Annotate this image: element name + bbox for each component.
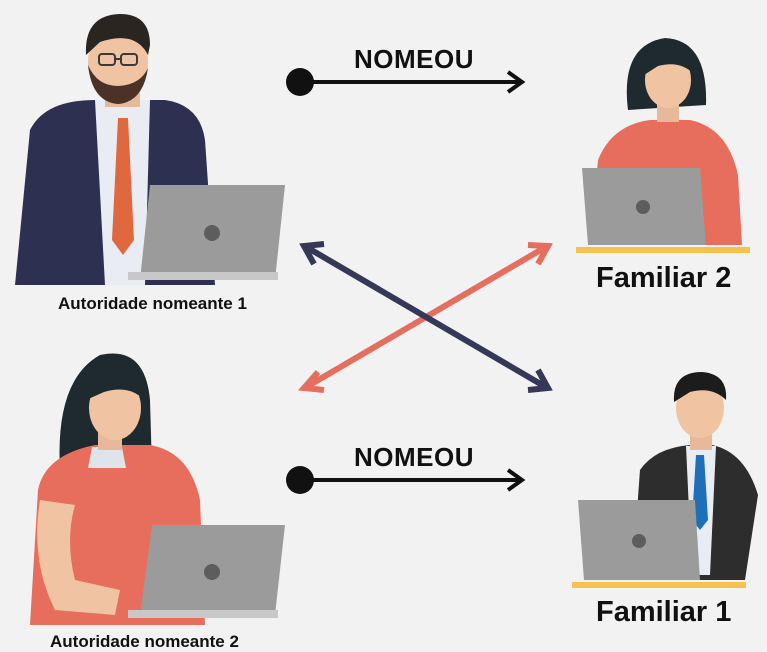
authority-2-figure [30,353,285,625]
authority-1-label: Autoridade nomeante 1 [58,294,247,313]
cross-arrow-navy [299,241,553,393]
relative-1-figure [572,372,758,588]
authority-1-figure [15,14,285,285]
relative-2-label: Familiar 2 [596,262,732,294]
appointed-label-top: NOMEOU [354,44,474,74]
appointment-arrow-top [286,68,526,96]
appointed-label-bottom: NOMEOU [354,442,474,472]
appointment-arrow-bottom [286,466,526,494]
authority-2-label: Autoridade nomeante 2 [50,632,239,651]
relative-1-label: Familiar 1 [596,596,732,628]
relative-2-figure [576,38,750,253]
